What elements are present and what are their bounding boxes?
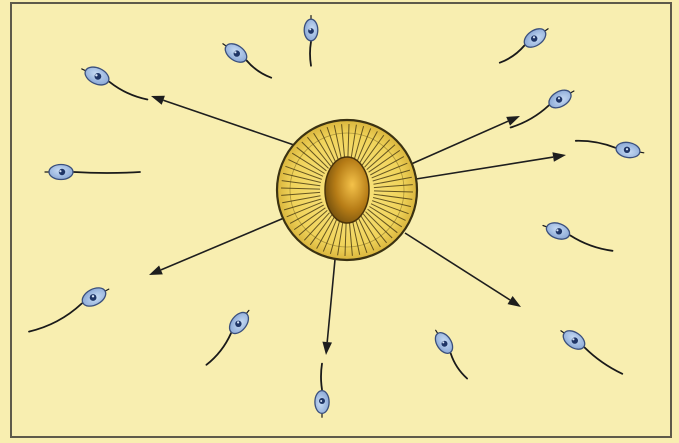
sperm-nucleus-highlight: [92, 295, 94, 297]
sperm-nucleus: [95, 73, 102, 80]
sperm-nucleus-highlight: [442, 341, 444, 343]
sperm-nucleus-highlight: [95, 74, 97, 76]
sperm-tail: [74, 172, 140, 173]
sperm-nucleus-highlight: [59, 170, 61, 172]
sperm-nucleus-highlight: [309, 28, 311, 30]
sperm-nucleus-highlight: [320, 400, 322, 402]
sperm-nucleus-highlight: [556, 229, 558, 231]
sperm-nucleus: [572, 337, 578, 343]
sperm-tail: [321, 364, 322, 390]
sperm-nucleus: [234, 50, 240, 56]
sperm-tail: [310, 42, 311, 66]
sperm-nucleus-highlight: [558, 97, 560, 99]
sperm-nucleus: [556, 228, 562, 234]
egg-nucleus: [325, 157, 369, 223]
sperm-nucleus-highlight: [533, 36, 535, 38]
egg-cell: [277, 120, 417, 260]
sperm-nucleus-highlight: [626, 148, 628, 150]
sperm-nucleus-highlight: [572, 338, 574, 340]
sperm-nucleus-highlight: [237, 321, 239, 323]
sperm-nucleus: [442, 341, 448, 347]
sperm-nucleus-highlight: [234, 51, 236, 53]
